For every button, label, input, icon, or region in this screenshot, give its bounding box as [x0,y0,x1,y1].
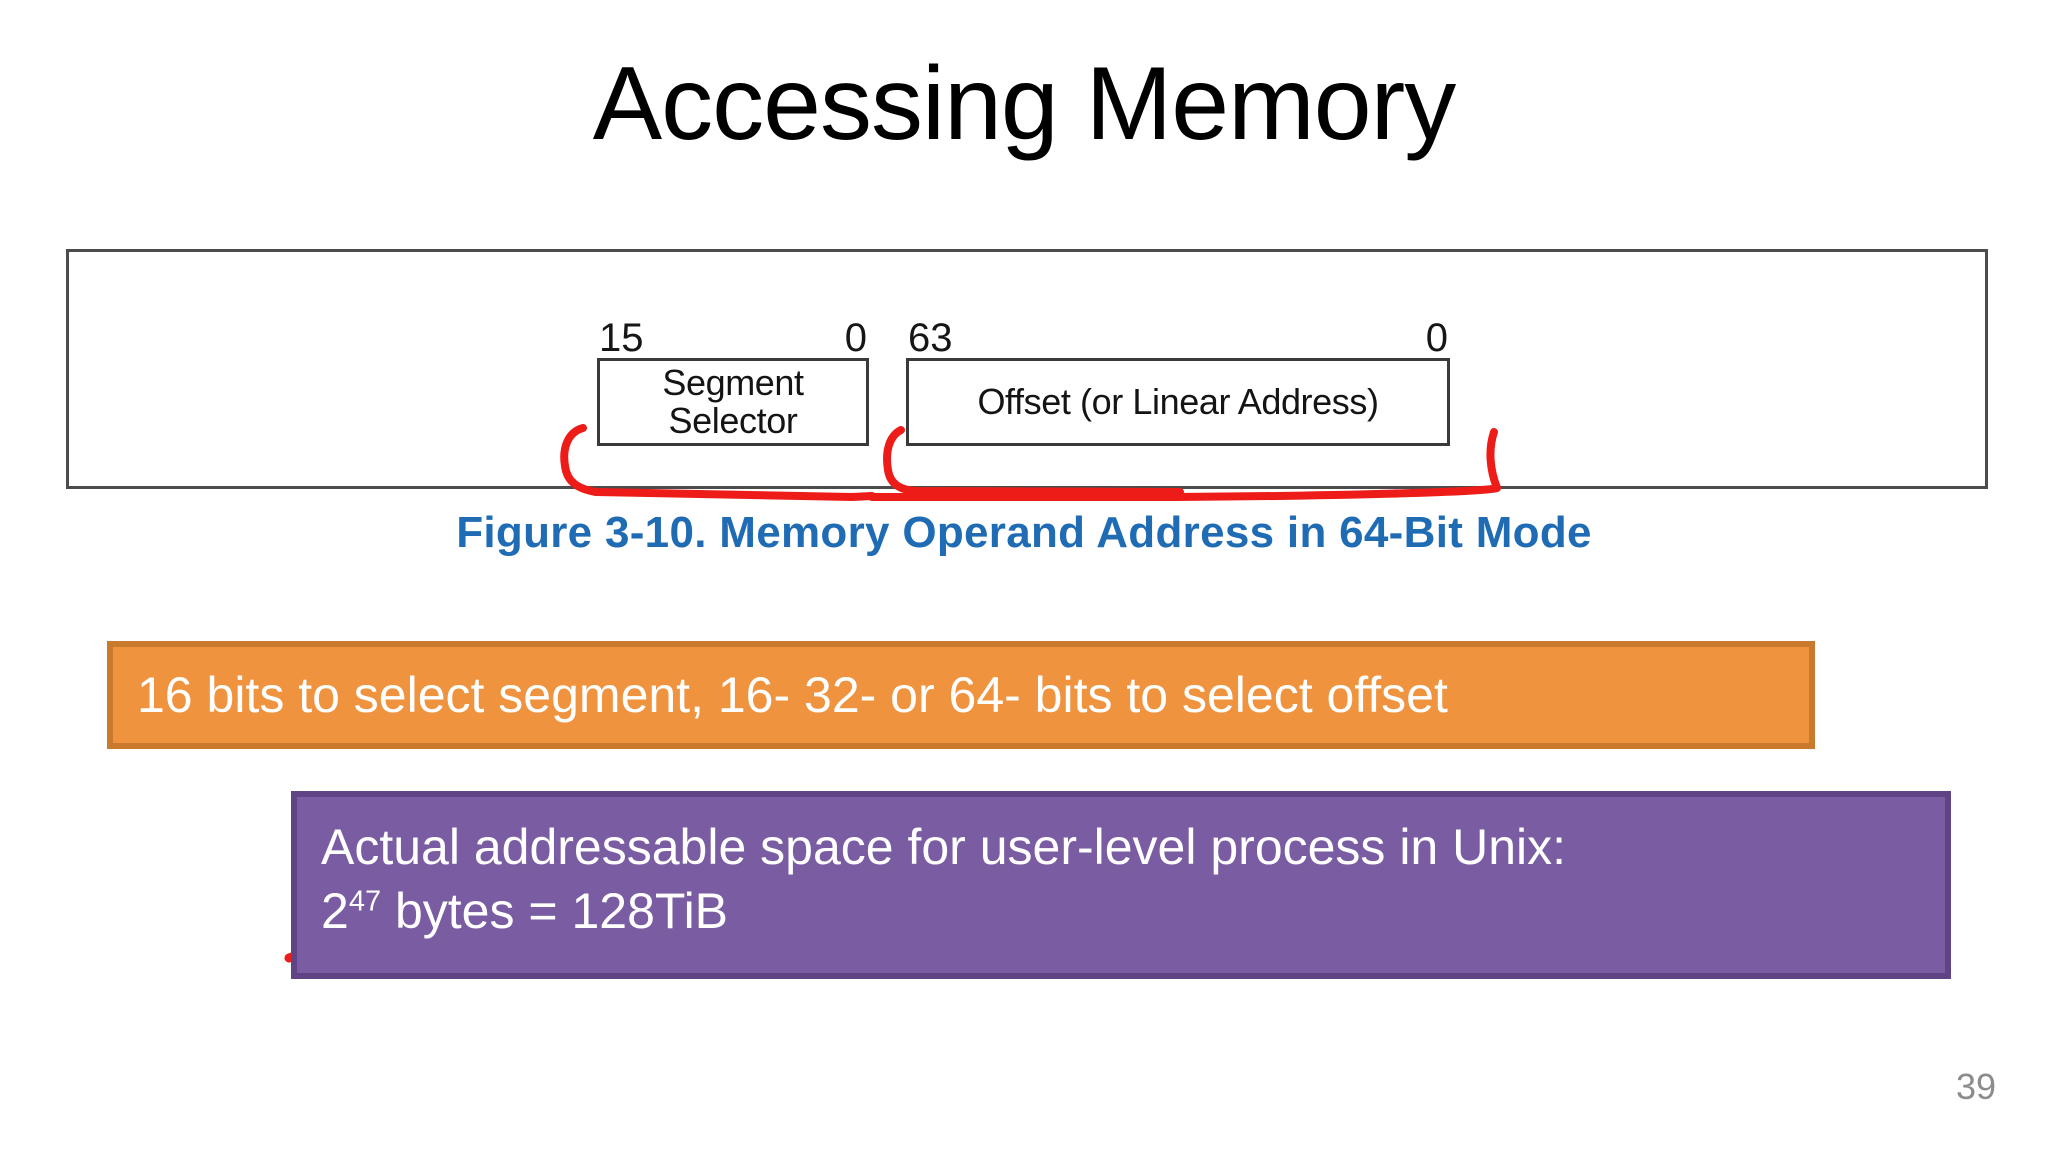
purple-callout-box: Actual addressable space for user-level … [291,791,1951,979]
purple-callout-exponent: 47 [348,885,382,918]
page-number: 39 [1955,1066,1996,1107]
purple-callout-line1: Actual addressable space for user-level … [321,819,1567,875]
purple-callout-line2: 247 bytes = 128TiB [321,879,1566,943]
purple-callout-rest: bytes = 128TiB [381,883,729,939]
orange-callout-text: 16 bits to select segment, 16- 32- or 64… [137,667,1448,723]
page-title: Accessing Memory [592,46,1456,162]
purple-callout-base: 2 [321,883,349,939]
figure-caption: Figure 3-10. Memory Operand Address in 6… [456,508,1592,557]
orange-callout-box: 16 bits to select segment, 16- 32- or 64… [107,641,1815,749]
figure-frame [66,249,1988,489]
